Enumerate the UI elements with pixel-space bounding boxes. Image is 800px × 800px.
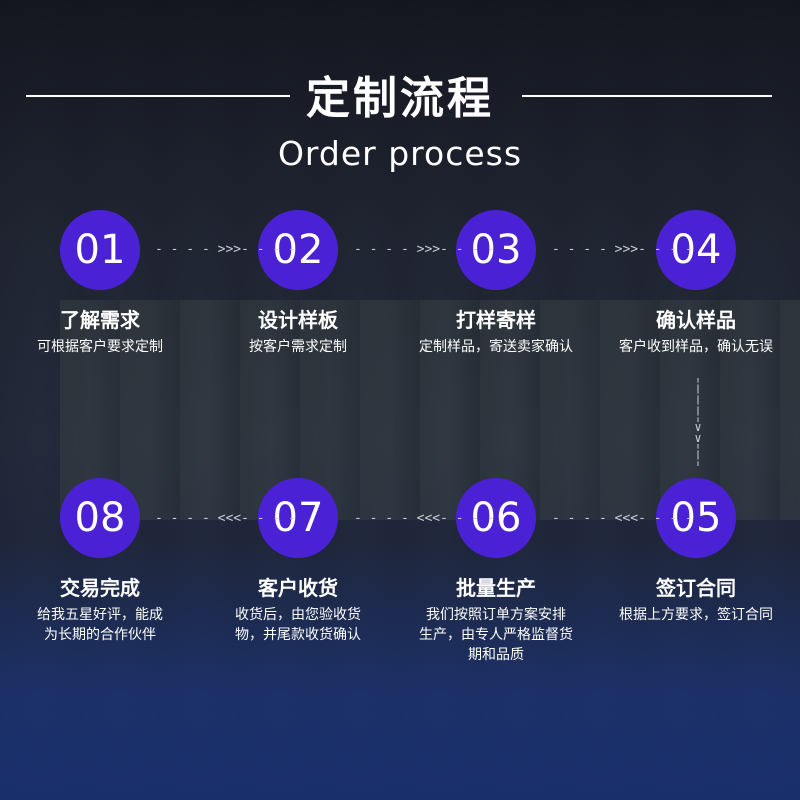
- step-number-badge: 08: [60, 478, 140, 558]
- arrow-left-icon: - - - - <<<- - - -: [354, 511, 495, 526]
- step-title: 了解需求: [0, 304, 200, 333]
- step-description: 给我五星好评，能成 为长期的合作伙伴: [0, 605, 200, 645]
- step-06: 06 批量生产 我们按照订单方案安排 生产，由专人严格监督货 期和品质: [396, 478, 596, 665]
- arrow-left-icon: - - - - <<<- - - -: [552, 511, 693, 526]
- arrow-right-icon: - - - - >>>- - - -: [354, 242, 495, 257]
- step-number-badge: 01: [60, 210, 140, 290]
- step-title: 签订合同: [596, 572, 796, 601]
- step-description: 根据上方要求，签订合同: [596, 605, 796, 625]
- arrow-left-icon: - - - - <<<- - - -: [155, 511, 296, 526]
- step-description: 收货后，由您验收货 物，并尾款收货确认: [198, 605, 398, 645]
- step-08: 08 交易完成 给我五星好评，能成 为长期的合作伙伴: [0, 478, 200, 645]
- step-description: 我们按照订单方案安排 生产，由专人严格监督货 期和品质: [396, 605, 596, 665]
- step-title: 批量生产: [396, 572, 596, 601]
- step-05: 05 签订合同 根据上方要求，签订合同: [596, 478, 796, 625]
- step-04: 04 确认样品 客户收到样品，确认无误: [596, 210, 796, 357]
- header: 定制流程: [0, 62, 800, 142]
- page-subtitle: Order process: [0, 134, 800, 173]
- title-divider-right: [522, 95, 772, 97]
- arrow-right-icon: - - - - >>>- - - -: [155, 242, 296, 257]
- step-title: 设计样板: [198, 304, 398, 333]
- step-description: 可根据客户要求定制: [0, 337, 200, 357]
- step-description: 定制样品，寄送卖家确认: [396, 337, 596, 357]
- step-description: 客户收到样品，确认无误: [596, 337, 796, 357]
- step-title: 客户收货: [198, 572, 398, 601]
- arrow-right-icon: - - - - >>>- - - -: [552, 242, 693, 257]
- step-title: 打样寄样: [396, 304, 596, 333]
- arrow-down-icon: ¦ ¦ ¦ ¦ ∨ ∨ ¦ ¦: [691, 378, 705, 466]
- step-03: 03 打样寄样 定制样品，寄送卖家确认: [396, 210, 596, 357]
- step-title: 交易完成: [0, 572, 200, 601]
- step-description: 按客户需求定制: [198, 337, 398, 357]
- step-07: 07 客户收货 收货后，由您验收货 物，并尾款收货确认: [198, 478, 398, 645]
- step-01: 01 了解需求 可根据客户要求定制: [0, 210, 200, 357]
- page-title: 定制流程: [0, 62, 800, 126]
- step-title: 确认样品: [596, 304, 796, 333]
- step-02: 02 设计样板 按客户需求定制: [198, 210, 398, 357]
